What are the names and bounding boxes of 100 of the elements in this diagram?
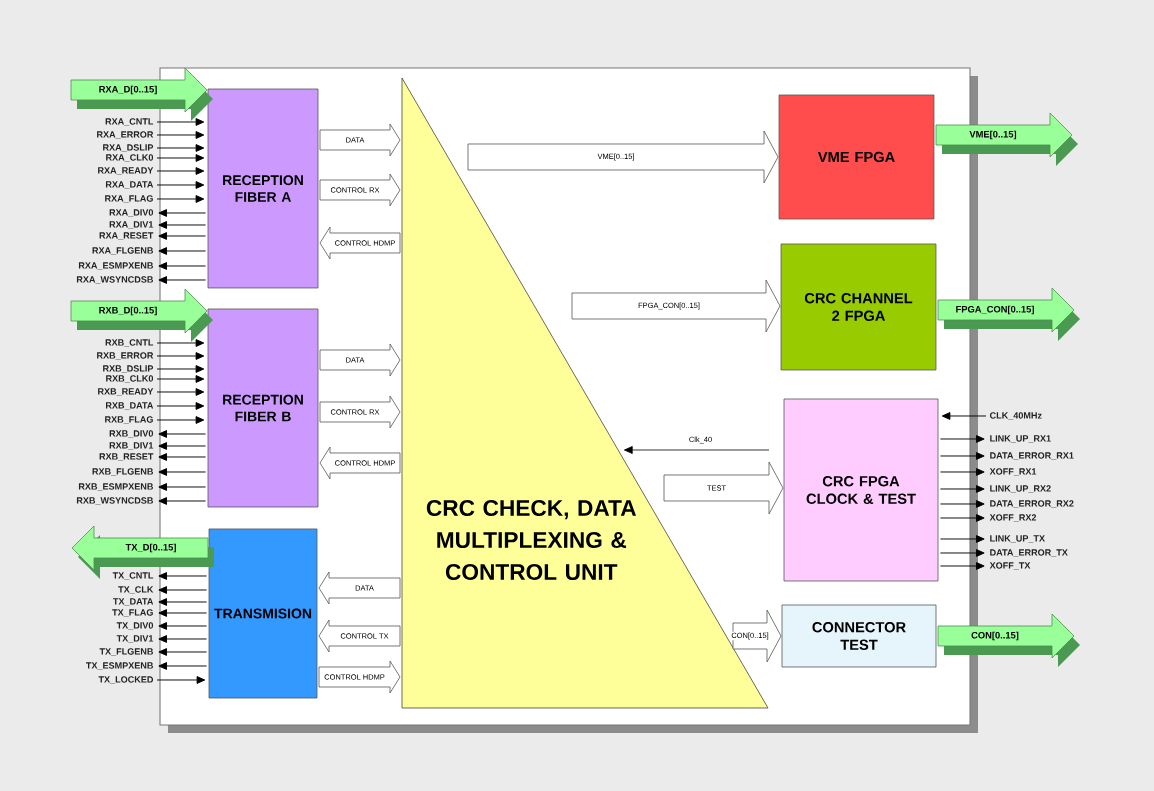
transmission-block: TRANSMISION bbox=[208, 528, 318, 699]
bus-arrow bbox=[935, 112, 1078, 166]
signal-arrow bbox=[623, 446, 770, 454]
bus-label: RXA_D[0..15] bbox=[98, 85, 158, 95]
signal-arrow bbox=[158, 497, 207, 505]
signal-arrow bbox=[156, 402, 205, 410]
signal-label: RXB_ESMPXENB bbox=[78, 483, 153, 491]
fpga-block: CRC FPGA CLOCK & TEST bbox=[783, 398, 939, 582]
bus-arrow bbox=[318, 571, 401, 605]
signal-label: TX_ESMPXENB bbox=[86, 662, 153, 670]
signal-arrow bbox=[939, 485, 985, 493]
reception-block: RECEPTION FIBER B bbox=[207, 308, 319, 508]
signal-label: XOFF_RX1 bbox=[989, 468, 1037, 476]
signal-label: RXA_WSYNCDSB bbox=[76, 276, 153, 284]
signal-label: RXB_CNTL bbox=[105, 339, 154, 347]
signal-arrow bbox=[156, 365, 205, 373]
bus-arrow bbox=[467, 130, 779, 184]
signal-arrow bbox=[156, 416, 205, 424]
signal-arrow bbox=[941, 412, 987, 420]
signal-label: TX_LOCKED bbox=[98, 676, 154, 684]
signal-label: RXA_ERROR bbox=[97, 131, 154, 139]
connector-test-block: CONNECTOR TEST bbox=[781, 604, 937, 668]
signal-arrow bbox=[939, 500, 985, 508]
signal-arrow bbox=[156, 144, 205, 152]
signal-label: RXA_FLAG bbox=[105, 195, 153, 203]
bus-arrow bbox=[937, 613, 1080, 667]
signal-arrow bbox=[156, 167, 205, 175]
signal-label: TX_FLAG bbox=[112, 609, 153, 617]
signal-label: RXB_RESET bbox=[99, 453, 154, 461]
signal-arrow bbox=[156, 118, 205, 126]
signal-arrow bbox=[158, 598, 208, 606]
bus-label: FPGA_CON[0..15] bbox=[954, 305, 1036, 315]
signal-label: RXA_DATA bbox=[106, 181, 154, 189]
bus-arrow bbox=[663, 461, 784, 515]
signal-arrow bbox=[158, 442, 207, 450]
signal-label: TX_FLGENB bbox=[99, 648, 153, 656]
signal-arrow bbox=[158, 586, 208, 594]
bus-label: RXB_D[0..15] bbox=[98, 306, 158, 316]
signal-label: RXB_ERROR bbox=[97, 352, 154, 360]
signal-arrow bbox=[156, 339, 205, 347]
signal-arrow bbox=[156, 181, 205, 189]
signal-arrow bbox=[158, 221, 207, 229]
signal-arrow bbox=[158, 430, 207, 438]
signal-arrow bbox=[158, 232, 207, 240]
signal-arrow bbox=[939, 535, 985, 543]
bus-arrow bbox=[319, 343, 401, 377]
bus-arrow bbox=[571, 279, 781, 333]
signal-arrow bbox=[158, 453, 207, 461]
signal-label: RXB_DSLIP bbox=[103, 365, 154, 373]
signal-label: XOFF_TX bbox=[989, 562, 1031, 570]
signal-arrow bbox=[939, 435, 985, 443]
signal-arrow bbox=[158, 262, 207, 270]
bus-label: CON[0..15] bbox=[970, 631, 1020, 641]
signal-label: LINK_UP_RX1 bbox=[990, 435, 1051, 443]
fpga-block: CRC CHANNEL 2 FPGA bbox=[780, 243, 937, 371]
signal-label: RXA_DSLIP bbox=[103, 144, 154, 152]
signal-label: RXB_FLAG bbox=[105, 416, 153, 424]
signal-label: RXB_DATA bbox=[106, 402, 154, 410]
signal-arrow bbox=[158, 276, 207, 284]
signal-label: RXB_FLGENB bbox=[92, 468, 153, 476]
signal-label: TX_CLK bbox=[118, 586, 154, 594]
signal-arrow bbox=[158, 662, 208, 670]
signal-label: RXA_CLK0 bbox=[106, 154, 154, 162]
signal-arrow bbox=[158, 648, 208, 656]
signal-arrow bbox=[156, 131, 205, 139]
signal-label: CLK_40MHz bbox=[990, 412, 1042, 420]
signal-arrow bbox=[158, 572, 208, 580]
signal-label: TX_DIV0 bbox=[116, 622, 154, 630]
signal-label: RXA_DIV0 bbox=[109, 209, 154, 217]
signal-label: DATA_ERROR_RX1 bbox=[990, 452, 1074, 460]
signal-arrow bbox=[939, 468, 985, 476]
signal-label: RXB_WSYNCDSB bbox=[76, 497, 153, 505]
signal-label: RXA_CNTL bbox=[105, 118, 154, 126]
signal-arrow bbox=[939, 562, 985, 570]
signal-arrow bbox=[158, 468, 207, 476]
signal-arrow bbox=[158, 209, 207, 217]
signal-arrow bbox=[156, 676, 206, 684]
signal-arrow bbox=[156, 195, 205, 203]
signal-arrow bbox=[939, 514, 985, 522]
signal-arrow bbox=[156, 154, 205, 162]
bus-arrow bbox=[319, 123, 401, 157]
signal-label: RXA_DIV1 bbox=[109, 221, 154, 229]
signal-label: DATA_ERROR_TX bbox=[990, 549, 1068, 557]
signal-label: RXB_READY bbox=[98, 388, 154, 396]
signal-arrow bbox=[158, 622, 208, 630]
signal-arrow bbox=[156, 388, 205, 396]
signal-label: RXA_FLGENB bbox=[92, 247, 153, 255]
signal-arrow bbox=[156, 375, 205, 383]
signal-label: RXB_CLK0 bbox=[106, 375, 154, 383]
signal-arrow bbox=[158, 483, 207, 491]
signal-arrow bbox=[939, 549, 985, 557]
fpga-block: VME FPGA bbox=[778, 94, 935, 220]
signal-label: RXB_DIV0 bbox=[109, 430, 154, 438]
reception-block: RECEPTION FIBER A bbox=[207, 88, 319, 289]
signal-arrow bbox=[158, 247, 207, 255]
signal-label: RXB_DIV1 bbox=[109, 442, 154, 450]
signal-label: TX_DIV1 bbox=[116, 635, 154, 643]
signal-label: DATA_ERROR_RX2 bbox=[990, 500, 1074, 508]
signal-arrow bbox=[158, 609, 208, 617]
bus-label: VME[0..15] bbox=[968, 130, 1018, 140]
